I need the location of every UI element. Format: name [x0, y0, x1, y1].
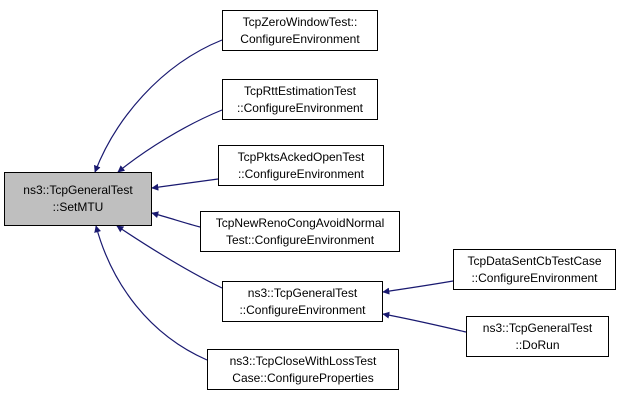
- node-close-with-loss-line1: ns3::TcpCloseWithLossTest: [229, 353, 377, 368]
- node-zero-window-line2: ConfigureEnvironment: [240, 31, 360, 46]
- node-zero-window-line1: TcpZeroWindowTest::: [242, 14, 358, 29]
- node-general-do-run-line2: ::DoRun: [515, 337, 560, 352]
- node-general-configure-env-line1: ns3::TcpGeneralTest: [247, 285, 358, 300]
- node-pkts-acked-open-line1: TcpPktsAckedOpenTest: [237, 149, 365, 164]
- node-rtt-estimation-configure-env[interactable]: TcpRttEstimationTest ::ConfigureEnvironm…: [222, 79, 378, 120]
- node-general-configure-env-line2: ::ConfigureEnvironment: [239, 302, 366, 317]
- edge-data-sent-cb-to-configure-env: [382, 280, 454, 295]
- node-pkts-acked-open-line2: ::ConfigureEnvironment: [237, 166, 365, 181]
- node-data-sent-cb-line1: TcpDataSentCbTestCase: [467, 253, 602, 268]
- edge-close-with-loss-to-setmtu: [94, 225, 208, 361]
- node-rtt-estimation-line1: TcpRttEstimationTest: [243, 83, 357, 98]
- edge-general-configure-env-to-setmtu: [116, 225, 223, 289]
- edge-zero-window-to-setmtu: [93, 39, 223, 173]
- node-close-with-loss-line2: Case::ConfigureProperties: [232, 370, 374, 385]
- edge-rtt-estimation-to-setmtu: [117, 109, 223, 173]
- node-rtt-estimation-line2: ::ConfigureEnvironment: [236, 100, 364, 115]
- node-general-do-run-line1: ns3::TcpGeneralTest: [482, 320, 593, 335]
- edge-do-run-to-configure-env: [382, 311, 467, 333]
- node-general-configure-env[interactable]: ns3::TcpGeneralTest ::ConfigureEnvironme…: [222, 281, 383, 322]
- node-data-sent-cb-configure-env[interactable]: TcpDataSentCbTestCase ::ConfigureEnviron…: [453, 249, 616, 290]
- node-setmtu-line2: ::SetMTU: [52, 200, 104, 214]
- edge-pkts-acked-open-to-setmtu: [151, 178, 219, 191]
- node-newreno-cong-avoid-configure-env[interactable]: TcpNewRenoCongAvoidNormal Test::Configur…: [200, 211, 400, 252]
- node-zero-window-configure-env[interactable]: TcpZeroWindowTest:: ConfigureEnvironment: [222, 10, 378, 51]
- node-pkts-acked-open-configure-env[interactable]: TcpPktsAckedOpenTest ::ConfigureEnvironm…: [218, 145, 384, 186]
- node-setmtu: ns3::TcpGeneralTest ::SetMTU: [4, 172, 152, 226]
- edge-newreno-cong-avoid-to-setmtu: [151, 211, 201, 228]
- node-close-with-loss-configure-properties[interactable]: ns3::TcpCloseWithLossTest Case::Configur…: [207, 349, 399, 390]
- node-setmtu-line1: ns3::TcpGeneralTest: [23, 183, 133, 197]
- node-newreno-cong-avoid-line1: TcpNewRenoCongAvoidNormal: [215, 215, 385, 230]
- node-data-sent-cb-line2: ::ConfigureEnvironment: [471, 270, 598, 285]
- node-general-do-run[interactable]: ns3::TcpGeneralTest ::DoRun: [466, 316, 609, 357]
- node-newreno-cong-avoid-line2: Test::ConfigureEnvironment: [225, 232, 375, 247]
